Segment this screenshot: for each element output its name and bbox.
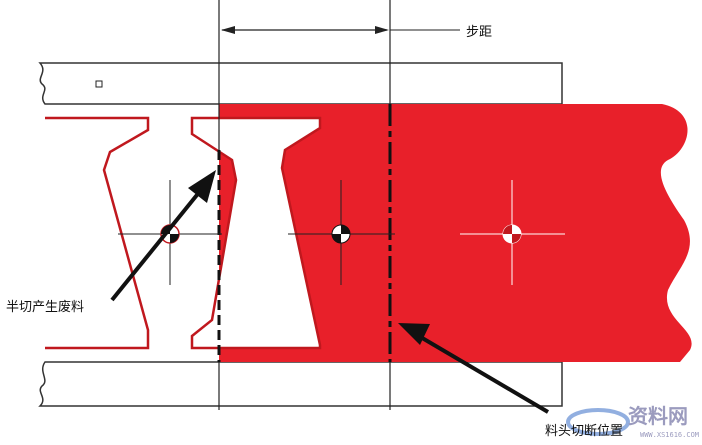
svg-text:资料网: 资料网 <box>628 404 688 428</box>
small-square-marker <box>95 80 103 88</box>
i-shape-cutout <box>190 116 322 350</box>
red-material <box>219 104 692 362</box>
bottom-carrier-strip <box>38 361 563 407</box>
center-mark-icon <box>160 224 180 244</box>
center-mark-icon <box>331 224 351 244</box>
pitch-arrowhead-left <box>221 26 235 34</box>
watermark-logo: 资料网 WWW.XS1616.COM <box>566 404 699 439</box>
pitch-label: 步距 <box>466 25 493 40</box>
cutoff-arrowhead <box>398 323 430 345</box>
cutoff-position-label: 料头切断位置 <box>545 424 624 439</box>
svg-text:WWW.XS1616.COM: WWW.XS1616.COM <box>640 431 699 439</box>
half-cut-arrowhead <box>188 170 216 203</box>
center-mark-icon <box>502 224 522 244</box>
half-cut-arrow <box>110 183 207 302</box>
top-carrier-strip <box>38 62 563 105</box>
pitch-arrowhead-right <box>375 26 389 34</box>
left-part-outline <box>45 116 150 350</box>
cutoff-arrow <box>410 330 550 414</box>
half-cut-scrap-label: 半切产生废料 <box>6 300 85 315</box>
